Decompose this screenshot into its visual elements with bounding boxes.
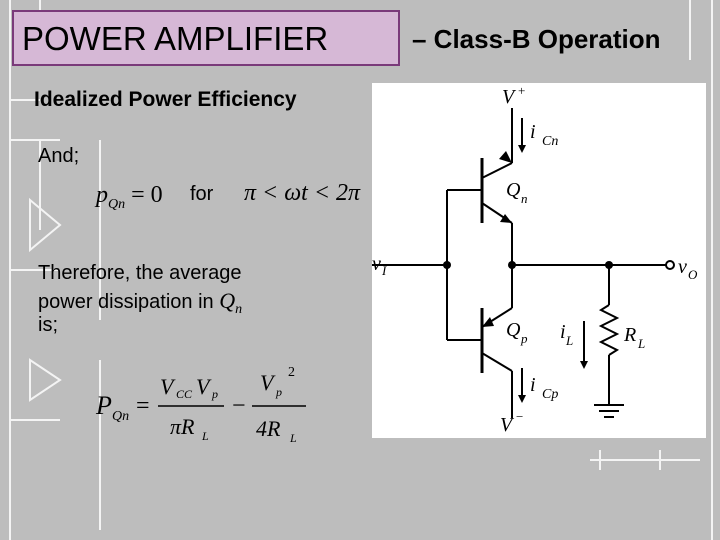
- for-label: for: [190, 183, 214, 205]
- title-main: POWER AMPLIFIER: [22, 20, 329, 57]
- formula-num1-v: V: [160, 374, 176, 399]
- icp-arrowhead: [518, 395, 526, 403]
- qp-label: Q: [506, 319, 521, 341]
- therefore-line-2: power dissipation in Qn: [38, 288, 242, 318]
- rl-resistor: [598, 304, 620, 356]
- vi-label: v: [372, 253, 381, 275]
- eq-p-rhs: = 0: [131, 182, 163, 208]
- formula-den1-sub: L: [201, 429, 209, 443]
- icn-arrowhead: [518, 145, 526, 153]
- vplus-label: V: [502, 86, 517, 108]
- therefore-qn-symbol: Q: [219, 288, 236, 313]
- qn-sub: n: [521, 191, 528, 206]
- section-heading: Idealized Power Efficiency: [34, 88, 297, 111]
- vi-sub: I: [381, 263, 387, 278]
- formula-num1-vp-sub: p: [211, 387, 218, 401]
- therefore-line-3: is;: [38, 314, 58, 336]
- formula-den2: 4R: [256, 416, 281, 441]
- icp-sub: Cp: [542, 387, 558, 402]
- formula-num1-sub: CC: [176, 387, 193, 401]
- vminus-label: V: [500, 414, 515, 436]
- qp-emitter-arrowhead: [482, 317, 494, 327]
- therefore-line-2-text: power dissipation in: [38, 291, 214, 313]
- rl-label: R: [623, 324, 636, 346]
- output-terminal: [665, 260, 675, 270]
- qp-collector: [481, 352, 513, 372]
- icn-sub: Cn: [542, 134, 558, 149]
- title-box: POWER AMPLIFIER: [12, 10, 400, 66]
- load-node: [605, 261, 613, 269]
- therefore-line-1: Therefore, the average: [38, 262, 242, 284]
- icp-label: i: [530, 374, 536, 396]
- eq-p-symbol: p: [96, 182, 108, 208]
- vo-sub: O: [688, 267, 698, 282]
- pqn-zero-equation: pQn = 0: [96, 182, 163, 213]
- formula-P-sub: Qn: [112, 409, 129, 424]
- il-label: i: [560, 321, 566, 343]
- vplus-sup: +: [518, 83, 525, 98]
- condition-equation: π < ωt < 2π: [244, 180, 361, 206]
- vo-label: v: [678, 256, 687, 278]
- therefore-qn-subscript: n: [235, 302, 243, 317]
- formula-minus: −: [232, 393, 246, 419]
- formula-P: P: [95, 391, 112, 420]
- il-arrowhead: [580, 361, 588, 369]
- and-label: And;: [38, 145, 80, 167]
- formula-equals: =: [136, 393, 150, 419]
- formula-num2-sup: 2: [288, 365, 295, 380]
- title-suffix: – Class-B Operation: [412, 24, 661, 54]
- vminus-sup: −: [516, 409, 523, 424]
- qn-collector-arrowhead: [499, 151, 512, 163]
- formula-den2-sub: L: [289, 431, 297, 445]
- power-dissipation-formula: P Qn = V CC V p πR L − V p 2 4R L: [95, 365, 306, 445]
- class-b-circuit-diagram: V + i Cn Q n v I v O Q p i L R L i Cp V …: [372, 83, 706, 438]
- input-node: [443, 261, 451, 269]
- eq-p-subscript: Qn: [108, 196, 126, 212]
- qp-sub: p: [520, 331, 528, 346]
- qn-label: Q: [506, 179, 521, 201]
- qn-collector: [481, 162, 513, 179]
- emitter-node: [508, 261, 516, 269]
- formula-num2: V: [260, 370, 276, 395]
- qn-emitter-arrowhead: [500, 214, 512, 223]
- formula-num1-vp: V: [196, 374, 212, 399]
- icn-label: i: [530, 121, 536, 143]
- formula-den1: πR: [170, 414, 195, 439]
- il-sub: L: [565, 333, 573, 348]
- rl-sub: L: [637, 336, 645, 351]
- formula-num2-sub: p: [275, 385, 282, 399]
